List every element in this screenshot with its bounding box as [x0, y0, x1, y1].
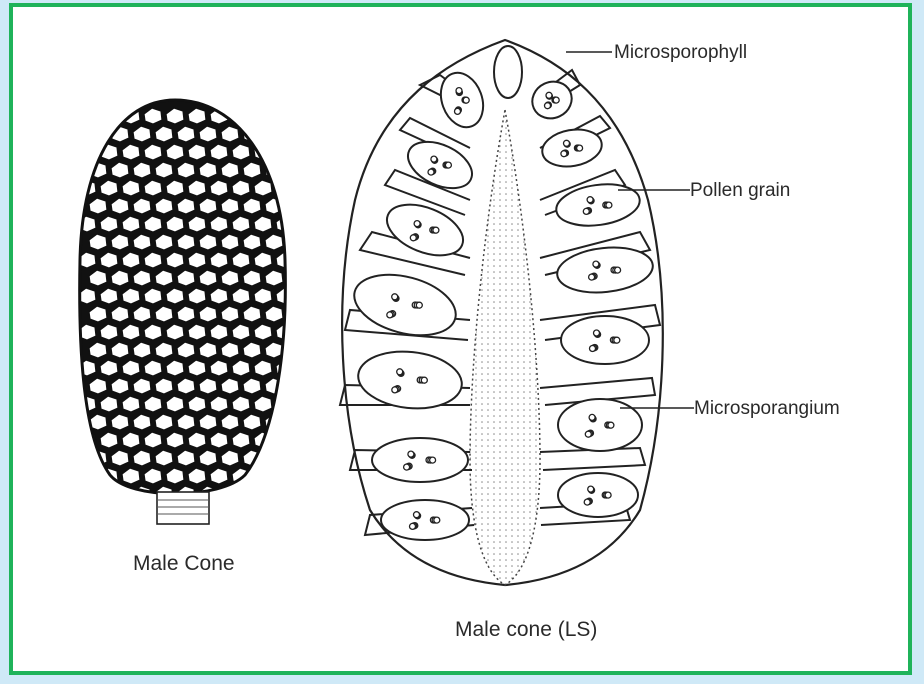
pollen-grain	[463, 97, 469, 103]
pollen-grain	[421, 377, 427, 383]
pollen-grain	[590, 346, 596, 352]
label-pollen-grain: Pollen grain	[690, 180, 790, 201]
cone-scale	[243, 486, 261, 502]
cone-scale	[287, 270, 305, 286]
cone-scale	[276, 180, 294, 196]
pollen-grain	[605, 492, 611, 498]
pollen-grain	[587, 197, 593, 203]
pollen-grain	[585, 431, 591, 437]
pollen-grain	[561, 151, 567, 157]
cone-scale	[265, 486, 283, 502]
cone-scale	[265, 126, 283, 142]
cone-scale	[89, 486, 107, 502]
pollen-grain	[608, 422, 614, 428]
cone-scale	[276, 432, 294, 448]
pollen-grain	[392, 294, 398, 300]
pollen-grain	[430, 457, 436, 463]
pollen-grain	[397, 369, 403, 375]
pollen-grain	[545, 103, 551, 109]
pollen-grain	[456, 88, 462, 94]
pollen-grain	[431, 156, 437, 162]
pollen-grain	[428, 169, 434, 175]
pollen-grain	[564, 140, 570, 146]
cone-stalk	[157, 492, 209, 524]
cone-scale	[287, 234, 305, 250]
cone-scale	[232, 108, 250, 124]
cone-scale	[287, 486, 305, 502]
cone-scale	[287, 198, 305, 214]
pollen-grain	[414, 221, 420, 227]
label-microsporangium: Microsporangium	[694, 398, 840, 419]
pollen-grain	[414, 512, 420, 518]
apical-sporangium	[494, 46, 522, 98]
pollen-grain	[408, 451, 414, 457]
cone-scale	[287, 342, 305, 358]
pollen-grain	[584, 499, 590, 505]
pollen-grain	[410, 235, 416, 241]
pollen-grain	[577, 145, 583, 151]
pollen-grain	[410, 523, 416, 529]
pollen-grain	[434, 517, 440, 523]
cone-scale	[89, 126, 107, 142]
cone-scale	[254, 108, 272, 124]
pollen-grain	[589, 274, 595, 280]
cone-scale	[265, 450, 283, 466]
pollen-grain	[606, 202, 612, 208]
cone-scale	[287, 306, 305, 322]
caption-male-cone-ls: Male cone (LS)	[455, 618, 597, 641]
pollen-grain	[433, 227, 439, 233]
pollen-grain	[404, 464, 410, 470]
cone-scale	[254, 468, 272, 484]
cone-scale	[276, 468, 294, 484]
cone-scale	[78, 108, 96, 124]
pollen-grain	[594, 330, 600, 336]
pollen-grain	[589, 414, 595, 420]
pollen-grain	[553, 97, 559, 103]
male-cone-ls-illustration	[340, 40, 663, 585]
cone-scale	[276, 144, 294, 160]
cone-scale	[287, 450, 305, 466]
pollen-grain	[546, 92, 552, 98]
caption-male-cone: Male Cone	[133, 552, 235, 575]
cone-scale	[78, 144, 96, 160]
cone-scale	[287, 414, 305, 430]
cone-scale	[111, 486, 129, 502]
cone-scale	[78, 468, 96, 484]
cone-scale	[287, 126, 305, 142]
cone-scale	[276, 396, 294, 412]
male-cone-illustration	[78, 100, 305, 524]
cone-scale	[287, 378, 305, 394]
pollen-grain	[588, 486, 594, 492]
pollen-grain	[387, 312, 393, 318]
pollen-grain	[392, 387, 398, 393]
label-microsporophyll: Microsporophyll	[614, 42, 747, 63]
pollen-grain	[614, 337, 620, 343]
pollen-grain	[615, 267, 621, 273]
cone-scale	[100, 108, 118, 124]
cone-scale	[287, 162, 305, 178]
pollen-grain	[455, 108, 461, 114]
cone-scale	[276, 108, 294, 124]
pollen-grain	[593, 261, 599, 267]
pollen-grain	[416, 302, 422, 308]
pollen-grain	[583, 208, 589, 214]
pollen-grain	[445, 162, 451, 168]
